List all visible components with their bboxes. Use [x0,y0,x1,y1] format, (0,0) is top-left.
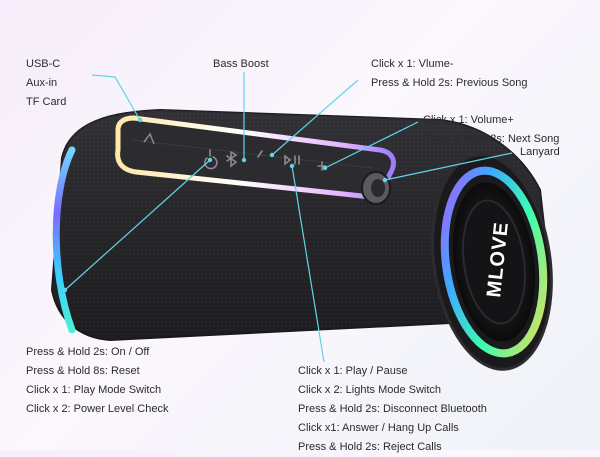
power-icon [204,149,218,170]
ports-tf-card: TF Card [26,96,67,108]
power-click-2: Click x 2: Power Level Check [26,403,169,415]
ports-usb-c: USB-C [26,58,61,70]
lanyard-callout: Lanyard [520,146,560,158]
callout-leaders [64,72,513,363]
power-callout: Press & Hold 2s: On / Off Press & Hold 8… [26,343,168,419]
bluetooth-icon [226,151,238,168]
volume-up-hold: Press & Hold 2s: Next Song [423,133,560,145]
volume-down-callout: Click x 1: Vlume- Press & Hold 2s: Previ… [371,55,528,93]
play-answer-calls: Click x1: Answer / Hang Up Calls [298,422,459,434]
play-reject-calls: Press & Hold 2s: Reject Calls [298,441,442,453]
port-cover-icon [143,132,155,145]
leader-volume-down [271,79,359,156]
ports-aux-in: Aux-in [26,77,58,89]
leader-volume-up [324,121,419,169]
play-click-2: Click x 2: Lights Mode Switch [298,384,442,396]
speaker-end-cap [431,153,553,371]
bass-boost-callout: Bass Boost [213,58,269,70]
leader-ports [91,74,141,121]
play-callout: Click x 1: Play / Pause Click x 2: Light… [298,362,487,457]
power-hold-2s: Press & Hold 2s: On / Off [26,346,150,358]
play-click-1: Click x 1: Play / Pause [298,365,408,377]
leader-power [64,159,211,291]
volume-up-callout: Click x 1: Volume+ Press & Hold 2s: Next… [423,111,559,149]
play-hold-disconnect: Press & Hold 2s: Disconnect Bluetooth [298,403,487,415]
volume-down-hold: Press & Hold 2s: Previous Song [371,77,528,89]
lanyard-loop [361,171,391,205]
power-hold-8s: Press & Hold 8s: Reset [26,365,140,377]
volume-down-click: Click x 1: Vlume- [371,58,454,70]
left-light-ring [52,146,76,334]
ports-callout: USB-C Aux-in TF Card [26,55,66,112]
power-click-1: Click x 1: Play Mode Switch [26,384,162,396]
volume-up-click: Click x 1: Volume+ [423,114,514,126]
play-pause-icon [284,154,300,166]
minus-icon [257,150,263,158]
leader-lanyard [384,152,513,181]
leader-play [291,165,325,363]
